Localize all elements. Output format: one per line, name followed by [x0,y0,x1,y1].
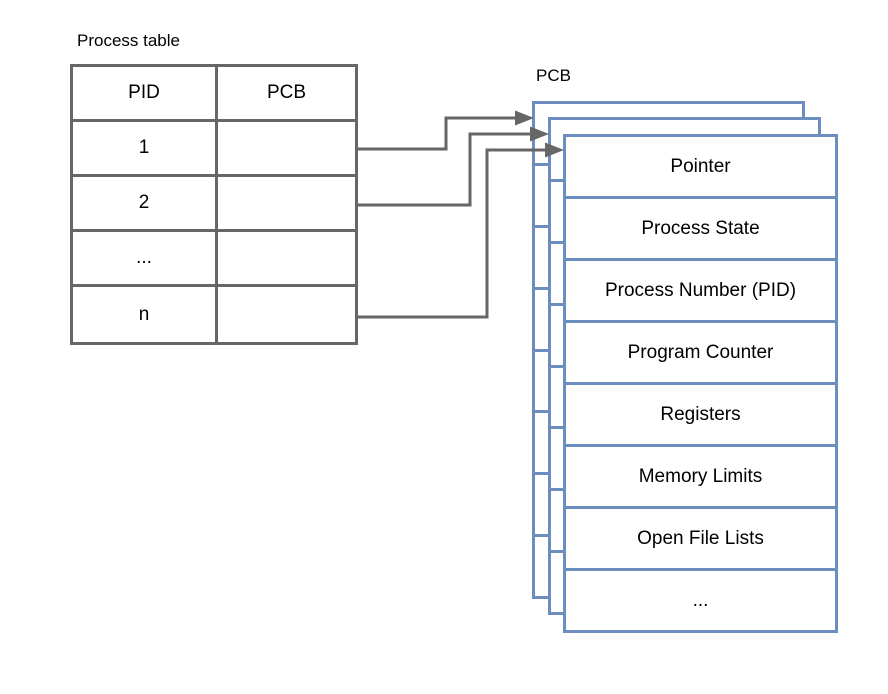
process-table-row-1-pid: 1 [73,122,218,177]
pcb-row-memory-limits: Memory Limits [566,444,835,506]
process-table-header-pcb: PCB [218,67,355,122]
pcb-row-ellipsis: ... [566,568,835,630]
process-table-row-ellipsis-pid: ... [73,232,218,287]
process-table-row-n-pcb [218,287,355,342]
arrow-row2-to-pcb [358,126,549,207]
process-table-row-n-pid: n [73,287,218,342]
arrow-row1-to-pcb [358,110,534,151]
pcb-row-open-file-lists: Open File Lists [566,506,835,568]
pcb-row-process-state: Process State [566,196,835,258]
process-table: PID PCB 1 2 ... n [70,64,358,345]
pcb-row-program-counter: Program Counter [566,320,835,382]
pcb-row-registers: Registers [566,382,835,444]
pcb-block-front: Pointer Process State Process Number (PI… [563,134,838,633]
process-table-row-2-pcb [218,177,355,232]
pcb-row-process-number: Process Number (PID) [566,258,835,320]
process-table-row-2-pid: 2 [73,177,218,232]
process-table-row-1-pcb [218,122,355,177]
pcb-row-pointer: Pointer [670,155,731,177]
pcb-title: PCB [536,66,571,85]
process-table-header-pid: PID [73,67,218,122]
process-table-title: Process table [77,31,180,50]
process-table-row-ellipsis-pcb [218,232,355,287]
